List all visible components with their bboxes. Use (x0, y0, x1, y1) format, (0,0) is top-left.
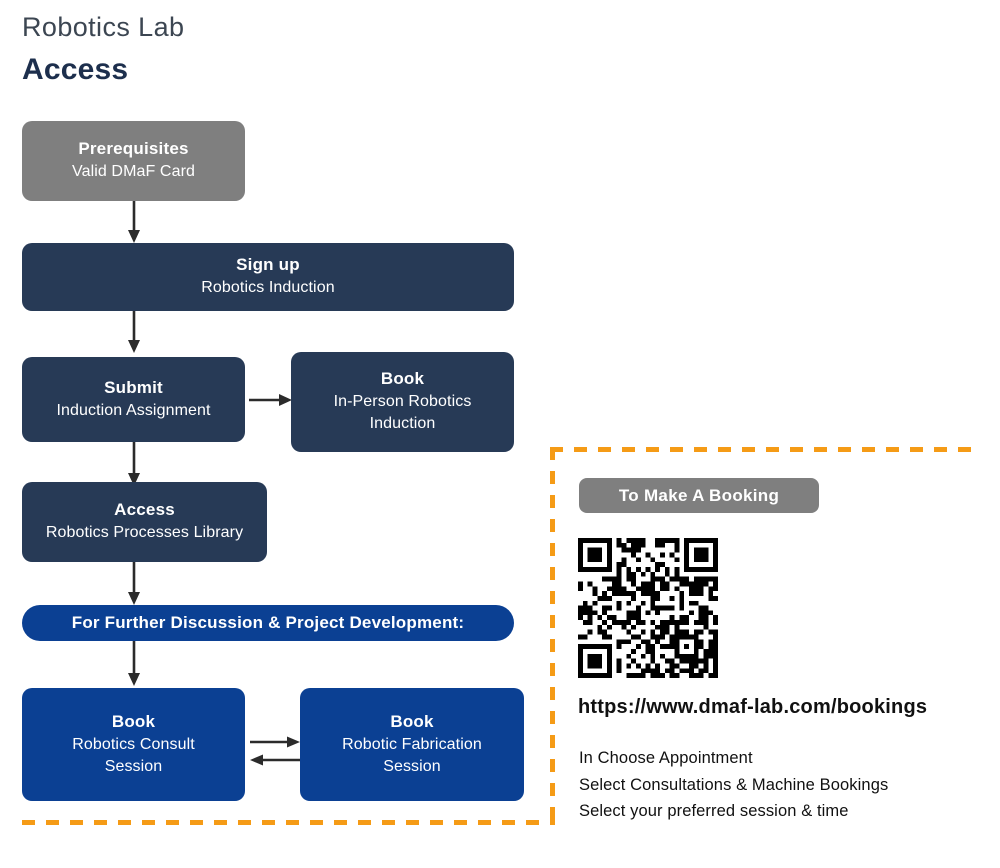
node-subtitle-line2: Session (383, 757, 441, 775)
booking-steps-list: In Choose Appointment Select Consultatio… (579, 745, 888, 825)
arrow-consult-fabrication-bidirectional (249, 733, 301, 769)
node-title: Book (380, 369, 425, 389)
node-title: Access (114, 500, 175, 520)
flow-node-access-library[interactable]: Access Robotics Processes Library (22, 482, 267, 562)
to-make-a-booking-badge: To Make A Booking (579, 478, 819, 513)
flow-node-book-consult[interactable]: Book Robotics Consult Session (22, 688, 245, 801)
arrow-discussion-to-consult (126, 641, 142, 688)
node-subtitle: Valid DMaF Card (71, 163, 195, 181)
node-title: Book (390, 711, 434, 731)
flow-node-prerequisites[interactable]: Prerequisites Valid DMaF Card (22, 121, 245, 201)
node-subtitle-line1: Robotics Consult (72, 735, 195, 753)
booking-step: Select your preferred session & time (579, 802, 849, 821)
arrow-submit-to-book-induction (249, 392, 293, 408)
page-title: Access (22, 53, 129, 86)
node-subtitle-line1: Robotic Fabrication (342, 735, 482, 753)
flow-node-book-in-person-induction[interactable]: Book In-Person Robotics Induction (291, 352, 514, 452)
arrow-signup-to-submit (126, 311, 142, 354)
node-title: Prerequisites (78, 139, 189, 159)
flow-node-book-fabrication[interactable]: Book Robotic Fabrication Session (300, 688, 524, 801)
node-title: Submit (104, 377, 163, 397)
flow-node-further-discussion[interactable]: For Further Discussion & Project Develop… (22, 605, 514, 641)
node-title: Book (111, 711, 156, 731)
booking-step: Select Consultations & Machine Bookings (579, 775, 889, 794)
booking-panel-border-top (550, 447, 980, 452)
node-subtitle: Robotics Processes Library (45, 524, 244, 542)
node-subtitle-line1: In-Person Robotics (333, 393, 472, 411)
node-title: For Further Discussion & Project Develop… (71, 613, 465, 632)
flow-node-sign-up[interactable]: Sign up Robotics Induction (22, 243, 514, 311)
booking-panel-border-bottom (22, 820, 555, 825)
node-subtitle-line2: Session (104, 757, 163, 775)
arrow-access-to-discussion (126, 562, 142, 607)
booking-url[interactable]: https://www.dmaf-lab.com/bookings (578, 696, 928, 718)
arrow-prerequisites-to-signup (126, 201, 142, 244)
arrow-submit-to-access (126, 442, 142, 487)
booking-step: In Choose Appointment (579, 749, 753, 767)
qr-code-icon[interactable] (578, 538, 718, 678)
page-subtitle: Robotics Lab (22, 12, 185, 42)
node-subtitle: Robotics Induction (201, 279, 335, 297)
node-subtitle-line2: Induction (369, 415, 436, 433)
node-title: Sign up (236, 255, 300, 275)
booking-panel-border-left (550, 447, 555, 825)
node-subtitle: Induction Assignment (56, 401, 211, 419)
flow-node-submit[interactable]: Submit Induction Assignment (22, 357, 245, 442)
badge-label: To Make A Booking (618, 485, 780, 505)
